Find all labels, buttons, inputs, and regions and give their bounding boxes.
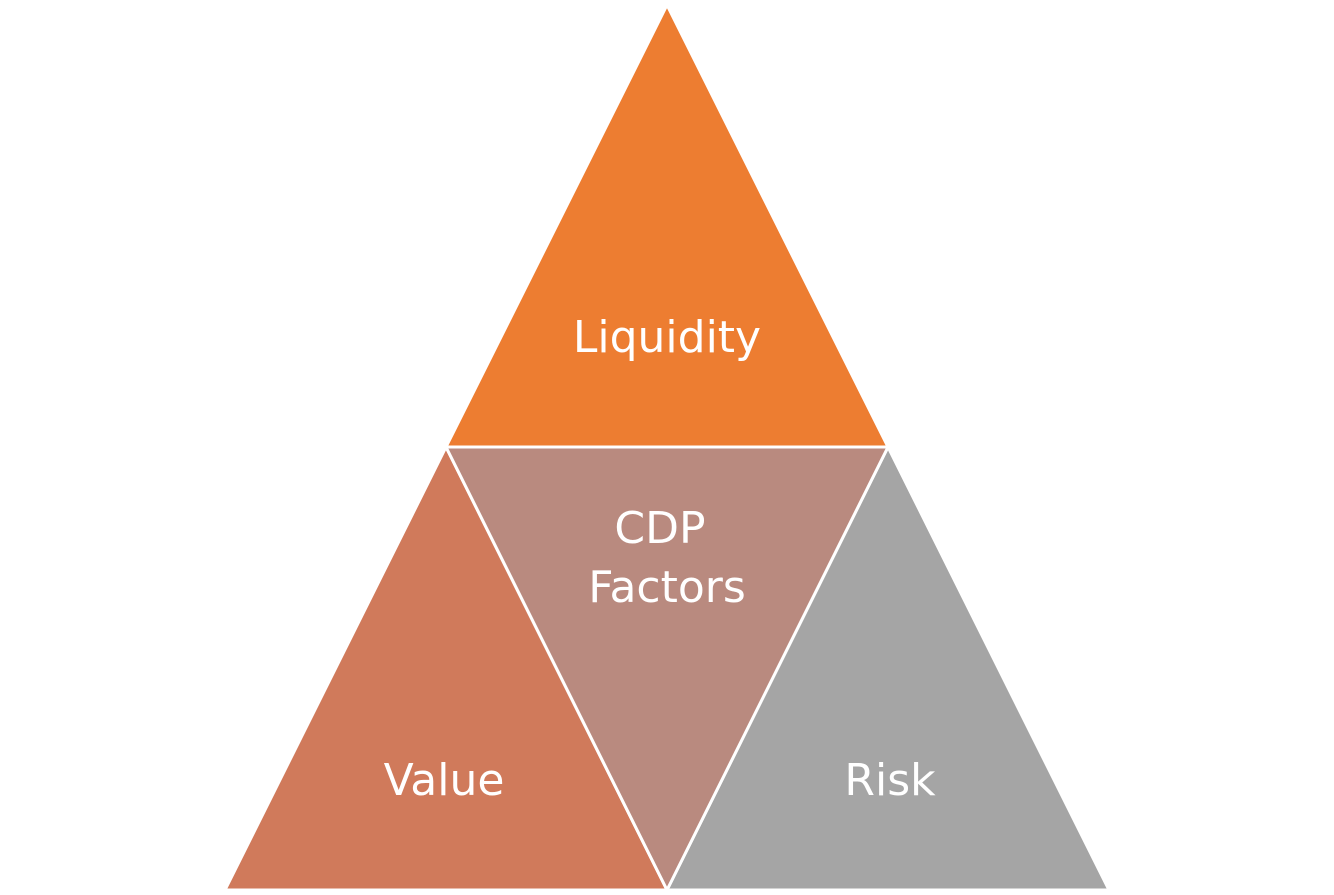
segment-liquidity: Liquidity: [443, 1, 891, 449]
triangle-cdp-factors: [443, 445, 891, 894]
label-liquidity: Liquidity: [573, 312, 761, 363]
label-cdp-factors-line2: Factors: [588, 562, 746, 613]
triangle-liquidity: [443, 1, 891, 449]
label-risk: Risk: [844, 755, 936, 806]
label-cdp-factors: CDP Factors: [588, 503, 746, 613]
label-value: Value: [384, 755, 505, 806]
label-cdp-factors-line1: CDP: [614, 503, 705, 554]
segment-cdp-factors: CDP Factors: [443, 445, 891, 894]
